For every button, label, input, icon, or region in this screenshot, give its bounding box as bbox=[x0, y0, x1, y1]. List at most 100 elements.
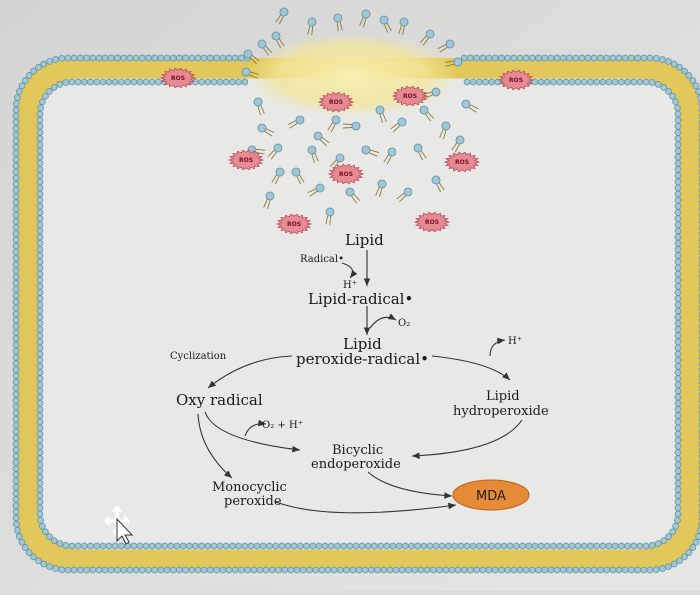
lipid-head bbox=[557, 543, 563, 549]
lipid-head bbox=[334, 543, 340, 549]
lipid-head bbox=[13, 391, 19, 397]
lipid-head bbox=[446, 543, 452, 549]
lipid-head bbox=[37, 222, 43, 228]
lipid-head bbox=[211, 543, 217, 549]
lipid-head bbox=[16, 89, 22, 95]
label-o2: O₂ bbox=[398, 318, 410, 329]
lipid-head bbox=[13, 305, 19, 311]
lipid-head bbox=[13, 163, 19, 169]
lipid-head bbox=[675, 511, 681, 517]
lipid-head bbox=[77, 567, 83, 573]
lipid-head bbox=[121, 567, 127, 573]
lipid-head bbox=[84, 55, 90, 61]
lipid-head bbox=[38, 105, 44, 111]
lipid-head bbox=[13, 286, 19, 292]
lipid-head bbox=[75, 543, 81, 549]
lipid-head bbox=[31, 68, 37, 74]
lipid-head bbox=[36, 64, 42, 70]
lipid-head bbox=[146, 567, 152, 573]
lipid-head bbox=[149, 79, 155, 85]
lipid-head bbox=[548, 55, 554, 61]
lipid-head bbox=[616, 567, 622, 573]
lipid-head bbox=[665, 58, 671, 64]
lipid-head bbox=[41, 61, 47, 67]
lipid-head bbox=[81, 79, 87, 85]
lipid-head bbox=[675, 462, 681, 468]
lipid-head bbox=[675, 314, 681, 320]
lipid-head bbox=[205, 543, 211, 549]
lipid-head bbox=[47, 564, 53, 570]
lipid-head bbox=[337, 567, 343, 573]
lipid-head bbox=[13, 435, 19, 441]
lipid-head bbox=[180, 543, 186, 549]
lipid-head bbox=[449, 567, 455, 573]
lipid-head bbox=[108, 55, 114, 61]
lipid-head bbox=[675, 351, 681, 357]
lipid-head bbox=[675, 197, 681, 203]
lipid-head bbox=[437, 567, 443, 573]
lipid-head bbox=[495, 543, 501, 549]
lipid-head bbox=[152, 567, 158, 573]
lipid-head bbox=[675, 333, 681, 339]
lipid-head bbox=[300, 567, 306, 573]
label-bicyclic-1: Bicyclic bbox=[332, 443, 383, 458]
label-lipid: Lipid bbox=[345, 231, 384, 249]
lipid-head bbox=[96, 567, 102, 573]
lipid-head bbox=[263, 567, 269, 573]
lipid-head bbox=[192, 79, 198, 85]
lipid-head bbox=[399, 567, 405, 573]
label-h-plus-2: H⁺ bbox=[508, 336, 522, 347]
lipid-head bbox=[647, 55, 653, 61]
lipid-head bbox=[13, 218, 19, 224]
lipid-head bbox=[155, 543, 161, 549]
lipid-head bbox=[63, 80, 69, 86]
lipid-head bbox=[65, 567, 71, 573]
lipid-head bbox=[563, 79, 569, 85]
lipid-head bbox=[288, 567, 294, 573]
lipid-head bbox=[248, 543, 254, 549]
lipid-head bbox=[176, 567, 182, 573]
lipid-head bbox=[581, 543, 587, 549]
lipid-head bbox=[677, 64, 683, 70]
lipid-head bbox=[325, 567, 331, 573]
ros-label: ROS bbox=[287, 221, 301, 228]
lipid-head bbox=[550, 543, 556, 549]
lipid-head bbox=[47, 58, 53, 64]
lipid-head bbox=[139, 55, 145, 61]
lipid-head bbox=[170, 567, 176, 573]
lipid-head bbox=[127, 567, 133, 573]
lipid-head bbox=[686, 73, 692, 79]
lipid-head bbox=[675, 296, 681, 302]
lipid-head bbox=[37, 179, 43, 185]
lipid-head bbox=[13, 274, 19, 280]
lipid-head bbox=[675, 234, 681, 240]
lipid-head bbox=[121, 55, 127, 61]
lipid-head bbox=[13, 280, 19, 286]
lipid-head bbox=[37, 216, 43, 222]
lipid-head bbox=[13, 509, 19, 515]
lipid-head bbox=[37, 246, 43, 252]
lipid-head bbox=[612, 79, 618, 85]
lipid-head bbox=[675, 326, 681, 332]
lipid-head bbox=[671, 61, 677, 67]
lipid-head bbox=[677, 558, 683, 564]
lipid-head bbox=[269, 567, 275, 573]
lipid-head bbox=[201, 55, 207, 61]
lipid-head bbox=[37, 363, 43, 369]
lipid-head bbox=[13, 342, 19, 348]
lipid-head bbox=[71, 567, 77, 573]
lipid-head bbox=[529, 55, 535, 61]
lipid-head bbox=[618, 79, 624, 85]
lipid-head bbox=[604, 567, 610, 573]
lipid-head bbox=[625, 79, 631, 85]
lipid-head bbox=[690, 545, 696, 551]
lipid-head bbox=[267, 543, 273, 549]
lipid-head bbox=[542, 55, 548, 61]
lipid-head bbox=[544, 543, 550, 549]
lipid-head bbox=[133, 55, 139, 61]
lipid-head bbox=[675, 370, 681, 376]
lipid-head bbox=[162, 543, 168, 549]
lipid-head bbox=[37, 333, 43, 339]
lipid-head bbox=[579, 55, 585, 61]
